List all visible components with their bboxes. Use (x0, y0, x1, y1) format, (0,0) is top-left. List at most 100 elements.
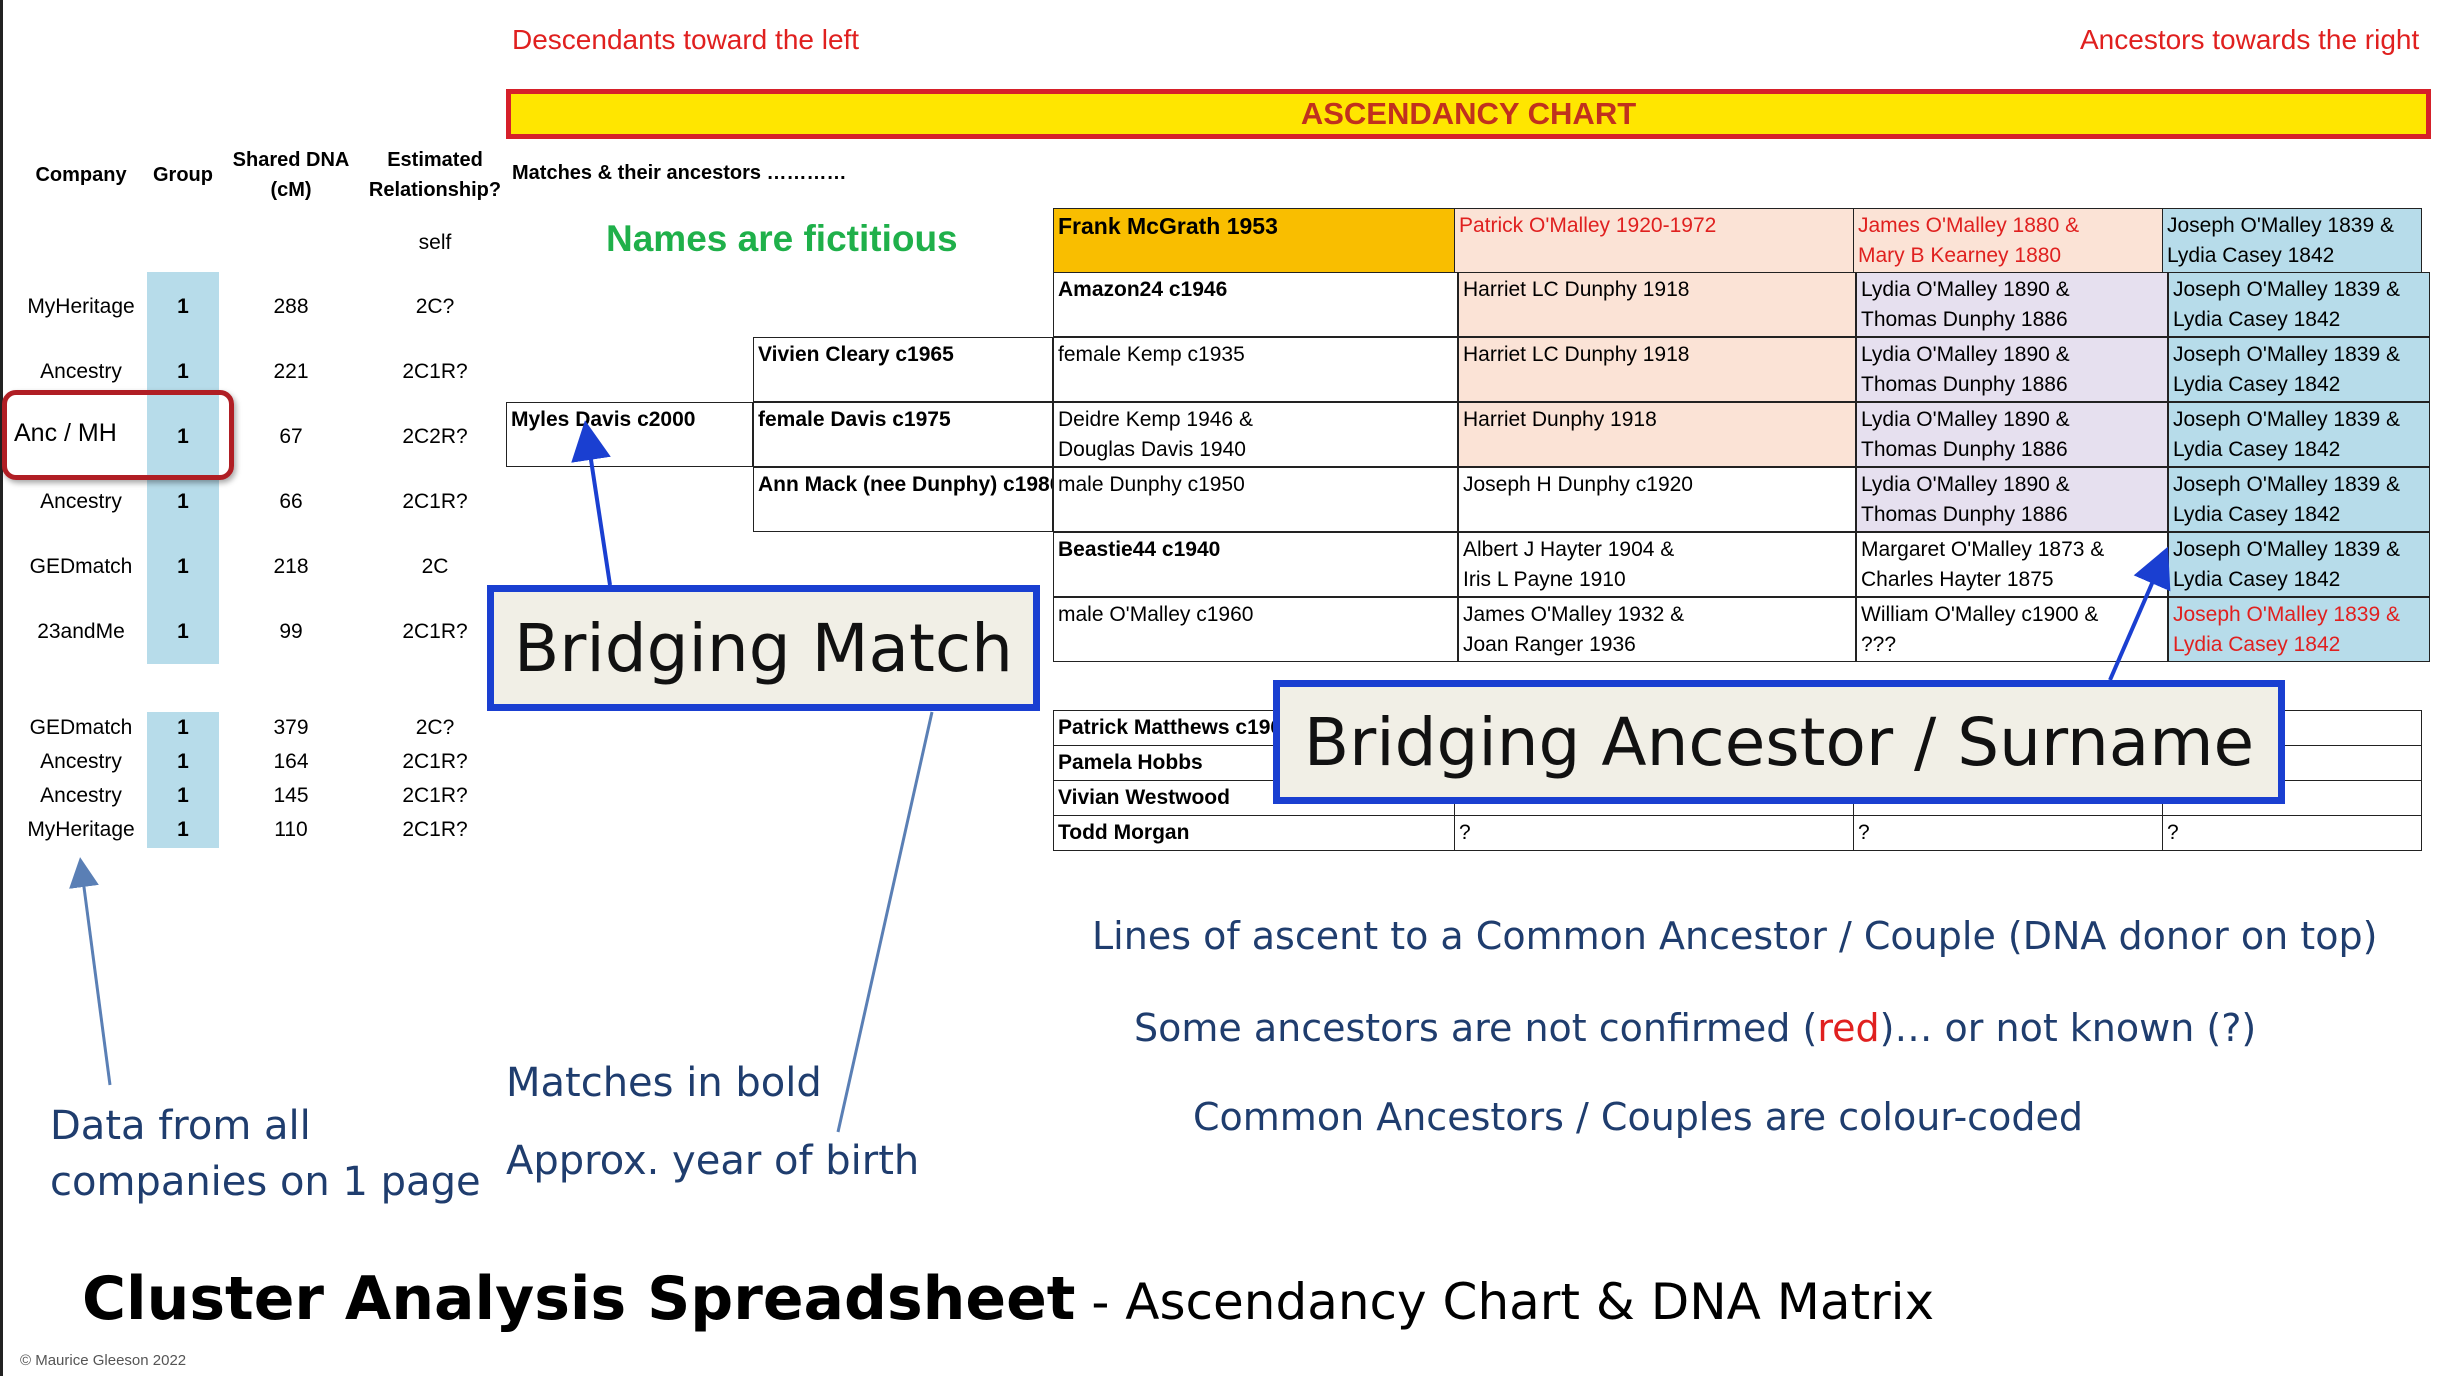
unconfirmed-post: )… or not known (?) (1879, 1006, 2257, 1050)
chart-cell: female Davis c1975 (753, 402, 1053, 467)
chart-cell-line: Lydia Casey 1842 (2173, 633, 2341, 656)
chart-cell: ? (2162, 815, 2422, 851)
chart-cell-line: Harriet Dunphy 1918 (1463, 408, 1657, 431)
rel-cell: 2C1R? (402, 360, 468, 383)
approx-year-pointer (836, 711, 934, 1133)
chart-cell: Deidre Kemp 1946 & Douglas Davis 1940 (1053, 402, 1458, 467)
chart-cell: William O'Malley c1900 &??? (1856, 597, 2168, 662)
chart-cell-line: Deidre Kemp 1946 & (1058, 408, 1253, 431)
chart-cell-line: male Dunphy c1950 (1058, 473, 1245, 496)
company-cell: GEDmatch (29, 555, 133, 578)
ascendancy-grid-top: Frank McGrath 1953 Patrick O'Malley 1920… (1053, 208, 2422, 274)
data-note: Data from all companies on 1 page (50, 1098, 481, 1210)
copyright: © Maurice Gleeson 2022 (20, 1352, 187, 1369)
approx-year-note: Approx. year of birth (506, 1138, 920, 1184)
company-cell: Ancestry (40, 360, 122, 383)
cm-cell: 67 (279, 425, 303, 448)
group-cell: 1 (177, 555, 189, 578)
bridging-ancestor-arrow (2108, 546, 2171, 681)
cm-cell: 221 (273, 360, 309, 383)
chart-cell: Joseph O'Malley 1839 & Lydia Casey 1842 (2168, 597, 2430, 662)
chart-cell-line: Albert J Hayter 1904 & (1463, 538, 1675, 561)
group-cell: 1 (177, 818, 189, 841)
chart-cell: James O'Malley 1880 &Mary B Kearney 1880 (1853, 208, 2163, 274)
chart-cell-line: William O'Malley c1900 & (1861, 603, 2099, 626)
chart-title: ASCENDANCY CHART (1300, 96, 1637, 131)
bridging-ancestor-callout: Bridging Ancestor / Surname (1273, 680, 2285, 804)
chart-cell-line: James O'Malley 1932 & (1463, 603, 1685, 626)
chart-cell: female Kemp c1935 (1053, 337, 1458, 402)
chart-cell-line: Joseph O'Malley 1839 & (2173, 473, 2400, 496)
chart-cell-line: Lydia Casey 1842 (2173, 438, 2341, 461)
chart-cell: Vivien Cleary c1965 (753, 337, 1053, 402)
bridging-ancestor-text: Bridging Ancestor / Surname (1303, 703, 2255, 781)
chart-cell: Lydia O'Malley 1890 &Thomas Dunphy 1886 (1856, 272, 2168, 337)
group-cell: 1 (177, 784, 189, 807)
group-cell: 1 (177, 620, 189, 643)
fictitious-note: Names are fictitious (606, 218, 958, 259)
chart-cell: Joseph O'Malley 1839 &Lydia Casey 1842 (2162, 208, 2422, 274)
chart-cell: Harriet Dunphy 1918 (1458, 402, 1856, 467)
unconfirmed-red-word: red (1817, 1006, 1880, 1050)
cm-cell: 110 (274, 818, 308, 841)
unconfirmed-note: Some ancestors are not confirmed (red)… … (1134, 1006, 2256, 1050)
chart-cell-line: Harriet LC Dunphy 1918 (1463, 278, 1690, 301)
chart-cell: Patrick O'Malley 1920-1972 (1454, 208, 1854, 274)
chart-cell-line: Thomas Dunphy 1886 (1861, 373, 2068, 396)
chart-cell: Joseph O'Malley 1839 &Lydia Casey 1842 (2168, 532, 2430, 597)
lines-of-ascent-note: Lines of ascent to a Common Ancestor / C… (1092, 914, 2378, 958)
rel-cell: 2C1R? (402, 750, 468, 773)
chart-cell: Margaret O'Malley 1873 & Charles Hayter 1… (1856, 532, 2168, 597)
rel-cell: 2C (421, 555, 449, 578)
chart-cell-line: female Kemp c1935 (1058, 343, 1245, 366)
cm-cell: 145 (273, 784, 309, 807)
chart-cell-line: Joseph O'Malley 1839 & (2167, 214, 2394, 237)
chart-cell: James O'Malley 1932 & Joan Ranger 1936 (1458, 597, 1856, 662)
chart-cell-line: Vivien Cleary c1965 (758, 343, 954, 366)
chart-cell-line: Joseph O'Malley 1839 & (2173, 603, 2400, 626)
highlight-box (2, 390, 234, 480)
chart-cell-line: Thomas Dunphy 1886 (1861, 438, 2068, 461)
bridging-match-text: Bridging Match (514, 609, 1013, 687)
group-cell: 1 (177, 295, 189, 318)
chart-cell: Joseph H Dunphy c1920 (1458, 467, 1856, 532)
colour-coded-note: Common Ancestors / Couples are colour-co… (1193, 1095, 2083, 1139)
chart-cell: Lydia O'Malley 1890 & Thomas Dunphy 1886 (1856, 337, 2168, 402)
chart-cell-line: Charles Hayter 1875 (1861, 568, 2054, 591)
chart-cell: Harriet LC Dunphy 1918 (1458, 337, 1856, 402)
chart-cell-line: Iris L Payne 1910 (1463, 568, 1626, 591)
chart-cell-line: Douglas Davis 1940 (1058, 438, 1246, 461)
chart-cell-line: Lydia Casey 1842 (2173, 568, 2341, 591)
chart-cell: Ann Mack (nee Dunphy) c1980 (753, 467, 1053, 532)
cm-cell: 218 (273, 555, 309, 578)
company-header: Company (35, 164, 127, 186)
chart-cell-line: Thomas Dunphy 1886 (1861, 308, 2068, 331)
cm-cell: 164 (273, 750, 309, 773)
rel-cell: 2C? (415, 295, 455, 318)
data-note-line1: Data from all (50, 1103, 311, 1149)
rel-cell: 2C1R? (402, 818, 468, 841)
chart-cell: Joseph O'Malley 1839 &Lydia Casey 1842 (2168, 337, 2430, 402)
group-cell: 1 (177, 425, 189, 448)
chart-cell-line: Margaret O'Malley 1873 & (1861, 538, 2105, 561)
company-cell: MyHeritage (27, 818, 135, 841)
group-cell: 1 (177, 360, 189, 383)
chart-cell-line: Joan Ranger 1936 (1463, 633, 1636, 656)
shared-dna-header: Shared DNA (cM) (232, 149, 350, 201)
group-cell: 1 (177, 490, 189, 513)
chart-cell-line: ??? (1861, 633, 1897, 656)
group-header: Group (153, 164, 213, 186)
group-cell: 1 (177, 750, 189, 773)
chart-cell-line: Lydia O'Malley 1890 & (1861, 343, 2070, 366)
chart-cell-donor: Frank McGrath 1953 (1053, 208, 1455, 274)
bridging-match-arrow (571, 420, 612, 586)
chart-cell: Joseph O'Malley 1839 &Lydia Casey 1842 (2168, 467, 2430, 532)
chart-cell-line: Joseph O'Malley 1839 & (2173, 408, 2400, 431)
data-note-line2: companies on 1 page (50, 1159, 481, 1205)
data-pointer-arrow (69, 857, 112, 1086)
group-column-shade (147, 272, 219, 664)
chart-cell: Lydia O'Malley 1890 &Thomas Dunphy 1886 (1856, 402, 2168, 467)
relationship-header: Estimated Relationship? (368, 149, 502, 201)
bridging-match-callout: Bridging Match (487, 585, 1040, 711)
